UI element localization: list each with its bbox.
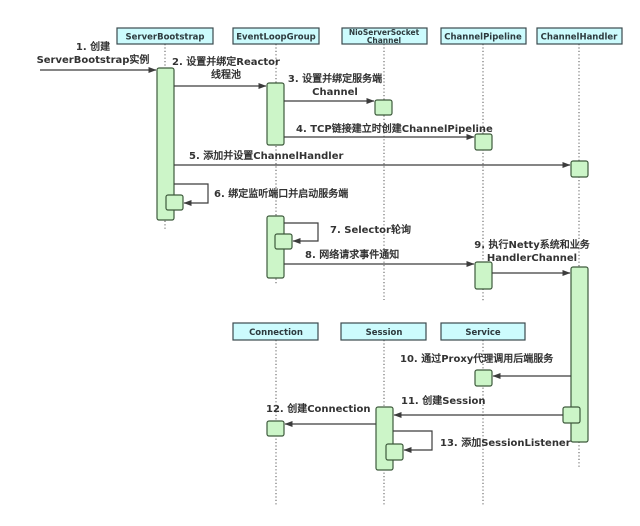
participant-label: ChannelPipeline <box>444 33 522 43</box>
participant-bootstrap: ServerBootstrap <box>116 27 214 45</box>
message-13-label: 13. 添加SessionListener <box>440 436 571 449</box>
activation-eventloop-self <box>274 233 293 250</box>
message-8-label: 8. 网络请求事件通知 <box>305 248 399 261</box>
message-7-arrow <box>284 222 319 244</box>
activation-handler-3 <box>562 406 581 424</box>
message-9-label: HandlerChannel <box>487 253 577 264</box>
message-2-label: 线程池 <box>211 68 241 81</box>
activation-session-self <box>385 443 404 461</box>
activation-nio <box>374 99 393 116</box>
message-6-label: 6. 绑定监听端口并启动服务端 <box>214 187 348 200</box>
message-12-label: 12. 创建Connection <box>266 402 371 415</box>
activation-service <box>474 369 493 387</box>
message-10-label: 10. 通过Proxy代理调用后端服务 <box>400 352 554 365</box>
message-7-label: 7. Selector轮询 <box>330 223 411 236</box>
activation-bootstrap <box>156 67 175 221</box>
message-3-label: 3. 设置并绑定服务端 <box>288 72 382 85</box>
message-6-arrow <box>174 183 209 206</box>
participant-nio: NioServerSocket Channel <box>341 27 428 45</box>
participant-label: Channel <box>367 36 401 45</box>
activation-handler-1 <box>570 160 589 178</box>
message-1-label: ServerBootstrap实例 <box>37 53 150 66</box>
activation-eventloop <box>266 82 285 146</box>
participant-label: ServerBootstrap <box>126 33 205 43</box>
message-5-label: 5. 添加并设置ChannelHandler <box>189 149 343 162</box>
activation-pipeline-1 <box>474 133 493 151</box>
participant-label: EventLoopGroup <box>236 33 316 43</box>
message-13-arrow <box>393 430 433 453</box>
activation-connection <box>266 420 285 437</box>
participant-label: NioServerSocket <box>349 28 420 37</box>
message-4-label: 4. TCP链接建立时创建ChannelPipeline <box>296 122 493 135</box>
activation-pipeline-2 <box>474 261 493 290</box>
activation-bootstrap-self <box>165 194 184 211</box>
participant-pipeline: ChannelPipeline <box>440 27 527 45</box>
participant-label: Session <box>366 328 403 338</box>
participant-connection: Connection <box>232 322 319 341</box>
participant-label: Connection <box>249 328 303 338</box>
participant-handler: ChannelHandler <box>536 27 623 45</box>
participant-eventloop: EventLoopGroup <box>232 27 320 45</box>
activation-handler-2 <box>570 266 589 443</box>
message-11-label: 11. 创建Session <box>401 394 486 407</box>
participant-service: Service <box>440 322 526 341</box>
participant-session: Session <box>340 322 427 341</box>
participant-label: ChannelHandler <box>541 33 618 43</box>
message-2-label: 2. 设置并绑定Reactor <box>172 55 280 68</box>
participant-label: Service <box>465 328 501 338</box>
message-9-label: 9. 执行Netty系统和业务 <box>474 238 590 251</box>
message-1-label: 1. 创建 <box>76 40 111 53</box>
message-3-label: Channel <box>312 87 358 98</box>
